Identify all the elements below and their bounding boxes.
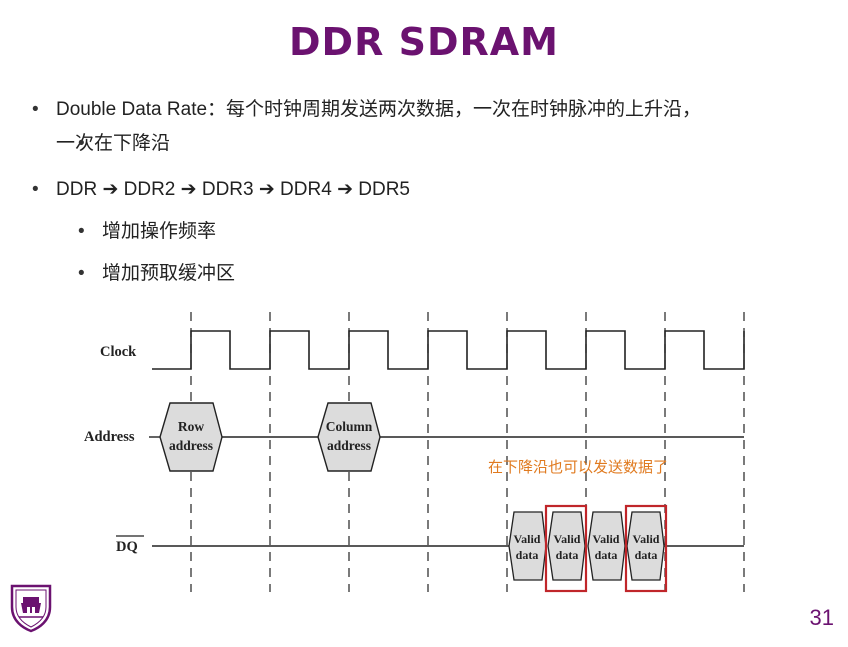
svg-text:Valid: Valid: [514, 532, 541, 546]
valid-data-4: Valid data: [626, 511, 665, 581]
sub-bullet-frequency: 增加操作频率: [30, 215, 820, 249]
bullet-list: Double Data Rate：每个时钟周期发送两次数据，一次在时钟脉冲的上升…: [30, 93, 820, 291]
svg-text:data: data: [516, 548, 539, 562]
timing-diagram: Clock Address Row address Column address…: [84, 312, 745, 593]
sub-bullet-prefetch: 增加预取缓冲区: [30, 257, 820, 291]
svg-text:Valid: Valid: [593, 532, 620, 546]
address-label: Address: [84, 429, 135, 445]
clock-waveform: [152, 330, 745, 370]
svg-text:data: data: [635, 548, 658, 562]
falling-edge-annotation: 在下降沿也可以发送数据了: [488, 459, 668, 476]
highlight-box-1: [544, 504, 588, 593]
svg-text:data: data: [556, 548, 579, 562]
row-address-text-2: address: [169, 438, 213, 453]
row-address-box: [159, 402, 223, 472]
valid-data-2: Valid data: [547, 511, 586, 581]
valid-data-3: Valid data: [587, 511, 626, 581]
bullet-ddr-generations: DDR ➔ DDR2 ➔ DDR3 ➔ DDR4 ➔ DDR5: [30, 173, 820, 207]
row-address-text-1: Row: [178, 419, 204, 434]
clock-label: Clock: [100, 344, 137, 360]
svg-text:Valid: Valid: [554, 532, 581, 546]
slide-title: DDR SDRAM: [289, 20, 559, 64]
highlight-box-2: [624, 504, 668, 593]
dq-label: DQ: [116, 539, 138, 555]
bullet-ddr-definition: Double Data Rate：每个时钟周期发送两次数据，一次在时钟脉冲的上升…: [30, 93, 820, 127]
valid-data-1: Valid data: [508, 511, 547, 581]
column-address-box: [317, 402, 381, 472]
svg-text:data: data: [595, 548, 618, 562]
university-logo: [10, 584, 52, 633]
svg-text:Valid: Valid: [633, 532, 660, 546]
bullet-ddr-definition-cont: 一次在下降沿: [30, 127, 820, 161]
page-number: 31: [809, 605, 834, 630]
column-address-text-2: address: [327, 438, 371, 453]
column-address-text-1: Column: [326, 419, 373, 434]
